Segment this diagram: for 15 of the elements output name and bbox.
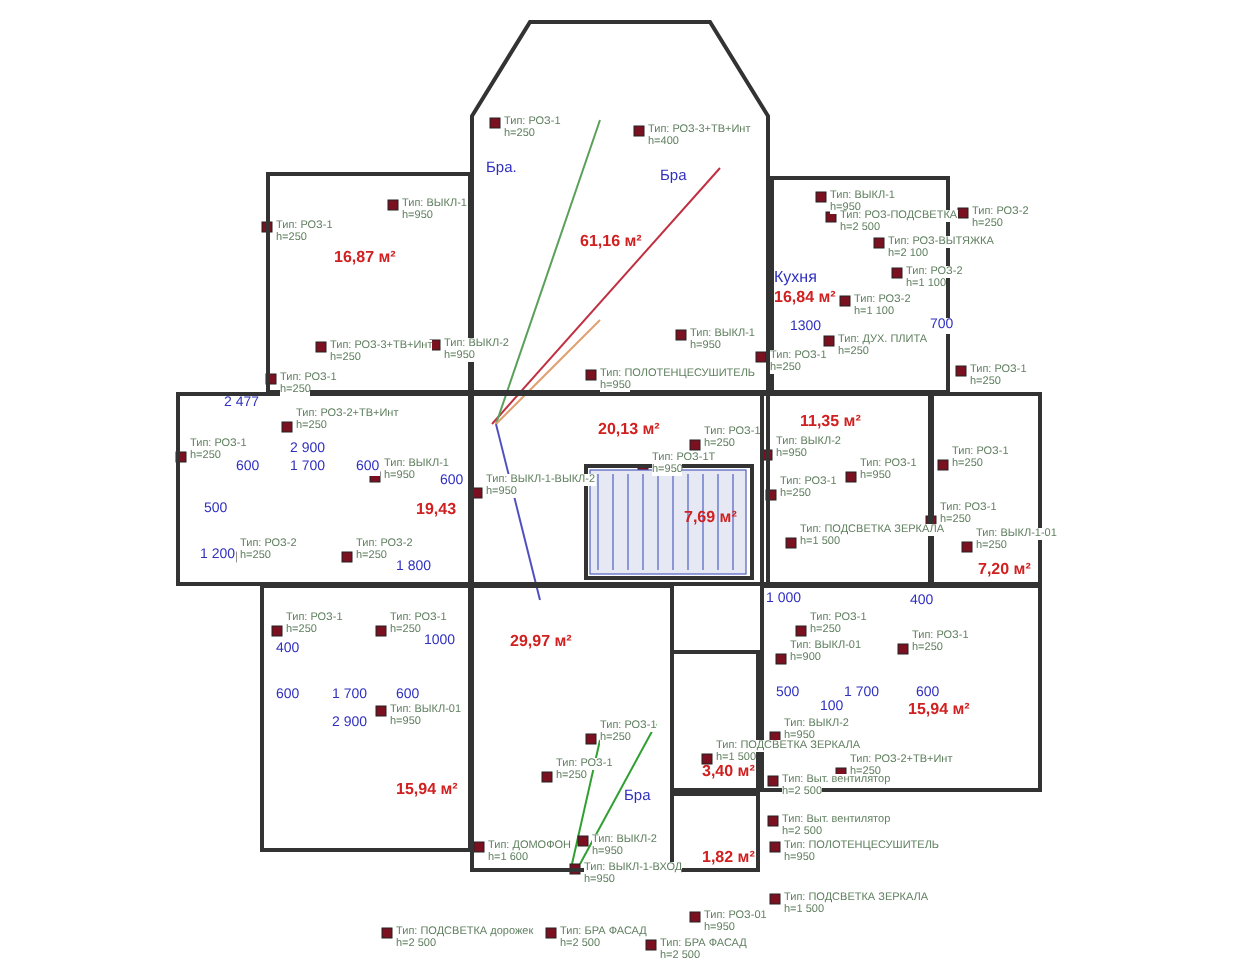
room-area: 20,13 м²: [598, 420, 660, 438]
room-area: 7,69 м²: [684, 508, 737, 526]
room-name: Кухня: [774, 268, 817, 286]
room-area: 61,16 м²: [580, 232, 642, 250]
room-area: 16,84 м²: [774, 288, 836, 306]
room-area: 7,20 м²: [978, 560, 1031, 578]
room-outline: [470, 392, 770, 586]
room-area: 16,87 м²: [334, 248, 396, 266]
room-area: 15,94 м²: [396, 780, 458, 798]
room-area: 3,40 м²: [702, 762, 755, 780]
room-area: 19,43: [416, 500, 457, 518]
room-area: 11,35 м²: [800, 412, 861, 430]
room-area: 29,97 м²: [510, 632, 572, 650]
room-area: 15,94 м²: [908, 700, 970, 718]
room-area: 1,82 м²: [702, 848, 755, 866]
